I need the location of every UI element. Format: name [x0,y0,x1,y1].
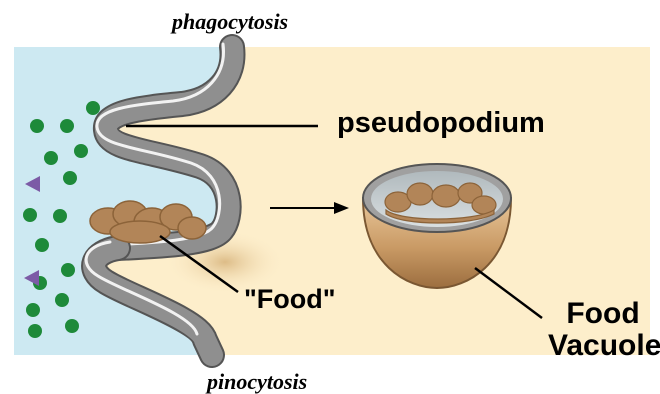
label-food: "Food" [244,286,336,313]
label-pseudopodium: pseudopodium [337,109,545,138]
diagram-title-phagocytosis: phagocytosis [172,11,288,33]
label-food-vacuole: Food Vacuole [548,298,658,363]
diagram-title-pinocytosis: pinocytosis [207,371,307,393]
